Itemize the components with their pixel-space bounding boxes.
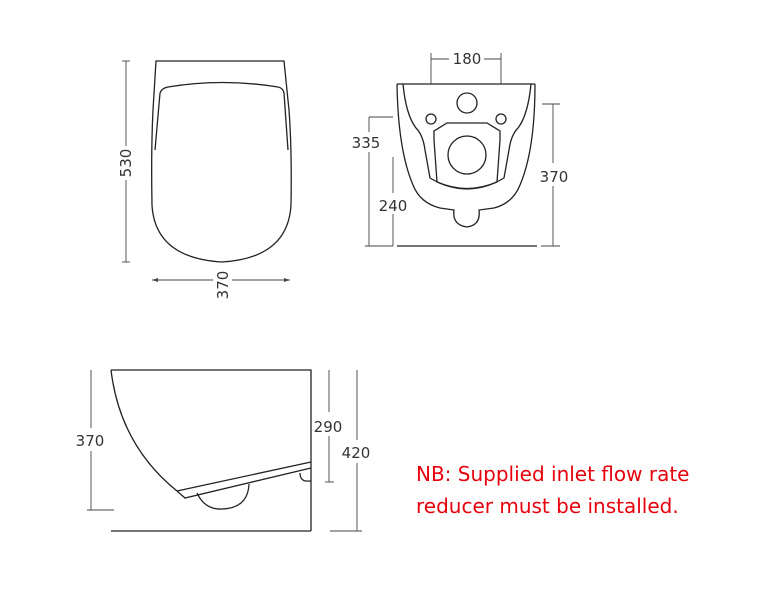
dimension-label-420: 420 — [342, 444, 371, 462]
outlet-hole — [447, 135, 487, 175]
dimension-label-240: 240 — [379, 197, 408, 215]
side-view-outline — [111, 369, 312, 532]
dimension-label-530: 530 — [117, 149, 135, 178]
front-view: 180 335 240 370 — [352, 50, 569, 247]
dimension-label-370-height: 370 — [540, 168, 569, 186]
top-view-seat — [159, 81, 289, 151]
fixing-hole-left — [425, 113, 437, 125]
dimension-label-290: 290 — [314, 418, 343, 436]
side-view-outlet — [196, 483, 250, 510]
dimension-label-180: 180 — [453, 50, 482, 68]
inlet-hole — [456, 92, 478, 114]
front-view-outline — [396, 83, 536, 228]
dimension-label-370-width: 370 — [214, 271, 232, 300]
installation-note-line-1: NB: Supplied inlet flow rate — [416, 462, 690, 486]
dimension-label-370-side: 370 — [76, 432, 105, 450]
top-view: 530 370 — [117, 60, 292, 300]
top-view-seat-left — [154, 92, 161, 151]
installation-note-line-2: reducer must be installed. — [416, 494, 679, 518]
side-view-bowl-curve — [110, 369, 178, 492]
top-view-outline — [151, 60, 292, 263]
outlet-frame — [433, 122, 501, 190]
side-view-seat — [176, 461, 312, 499]
side-view: 370 290 420 — [76, 369, 371, 532]
fixing-hole-right — [495, 113, 507, 125]
dimension-label-335: 335 — [352, 134, 381, 152]
